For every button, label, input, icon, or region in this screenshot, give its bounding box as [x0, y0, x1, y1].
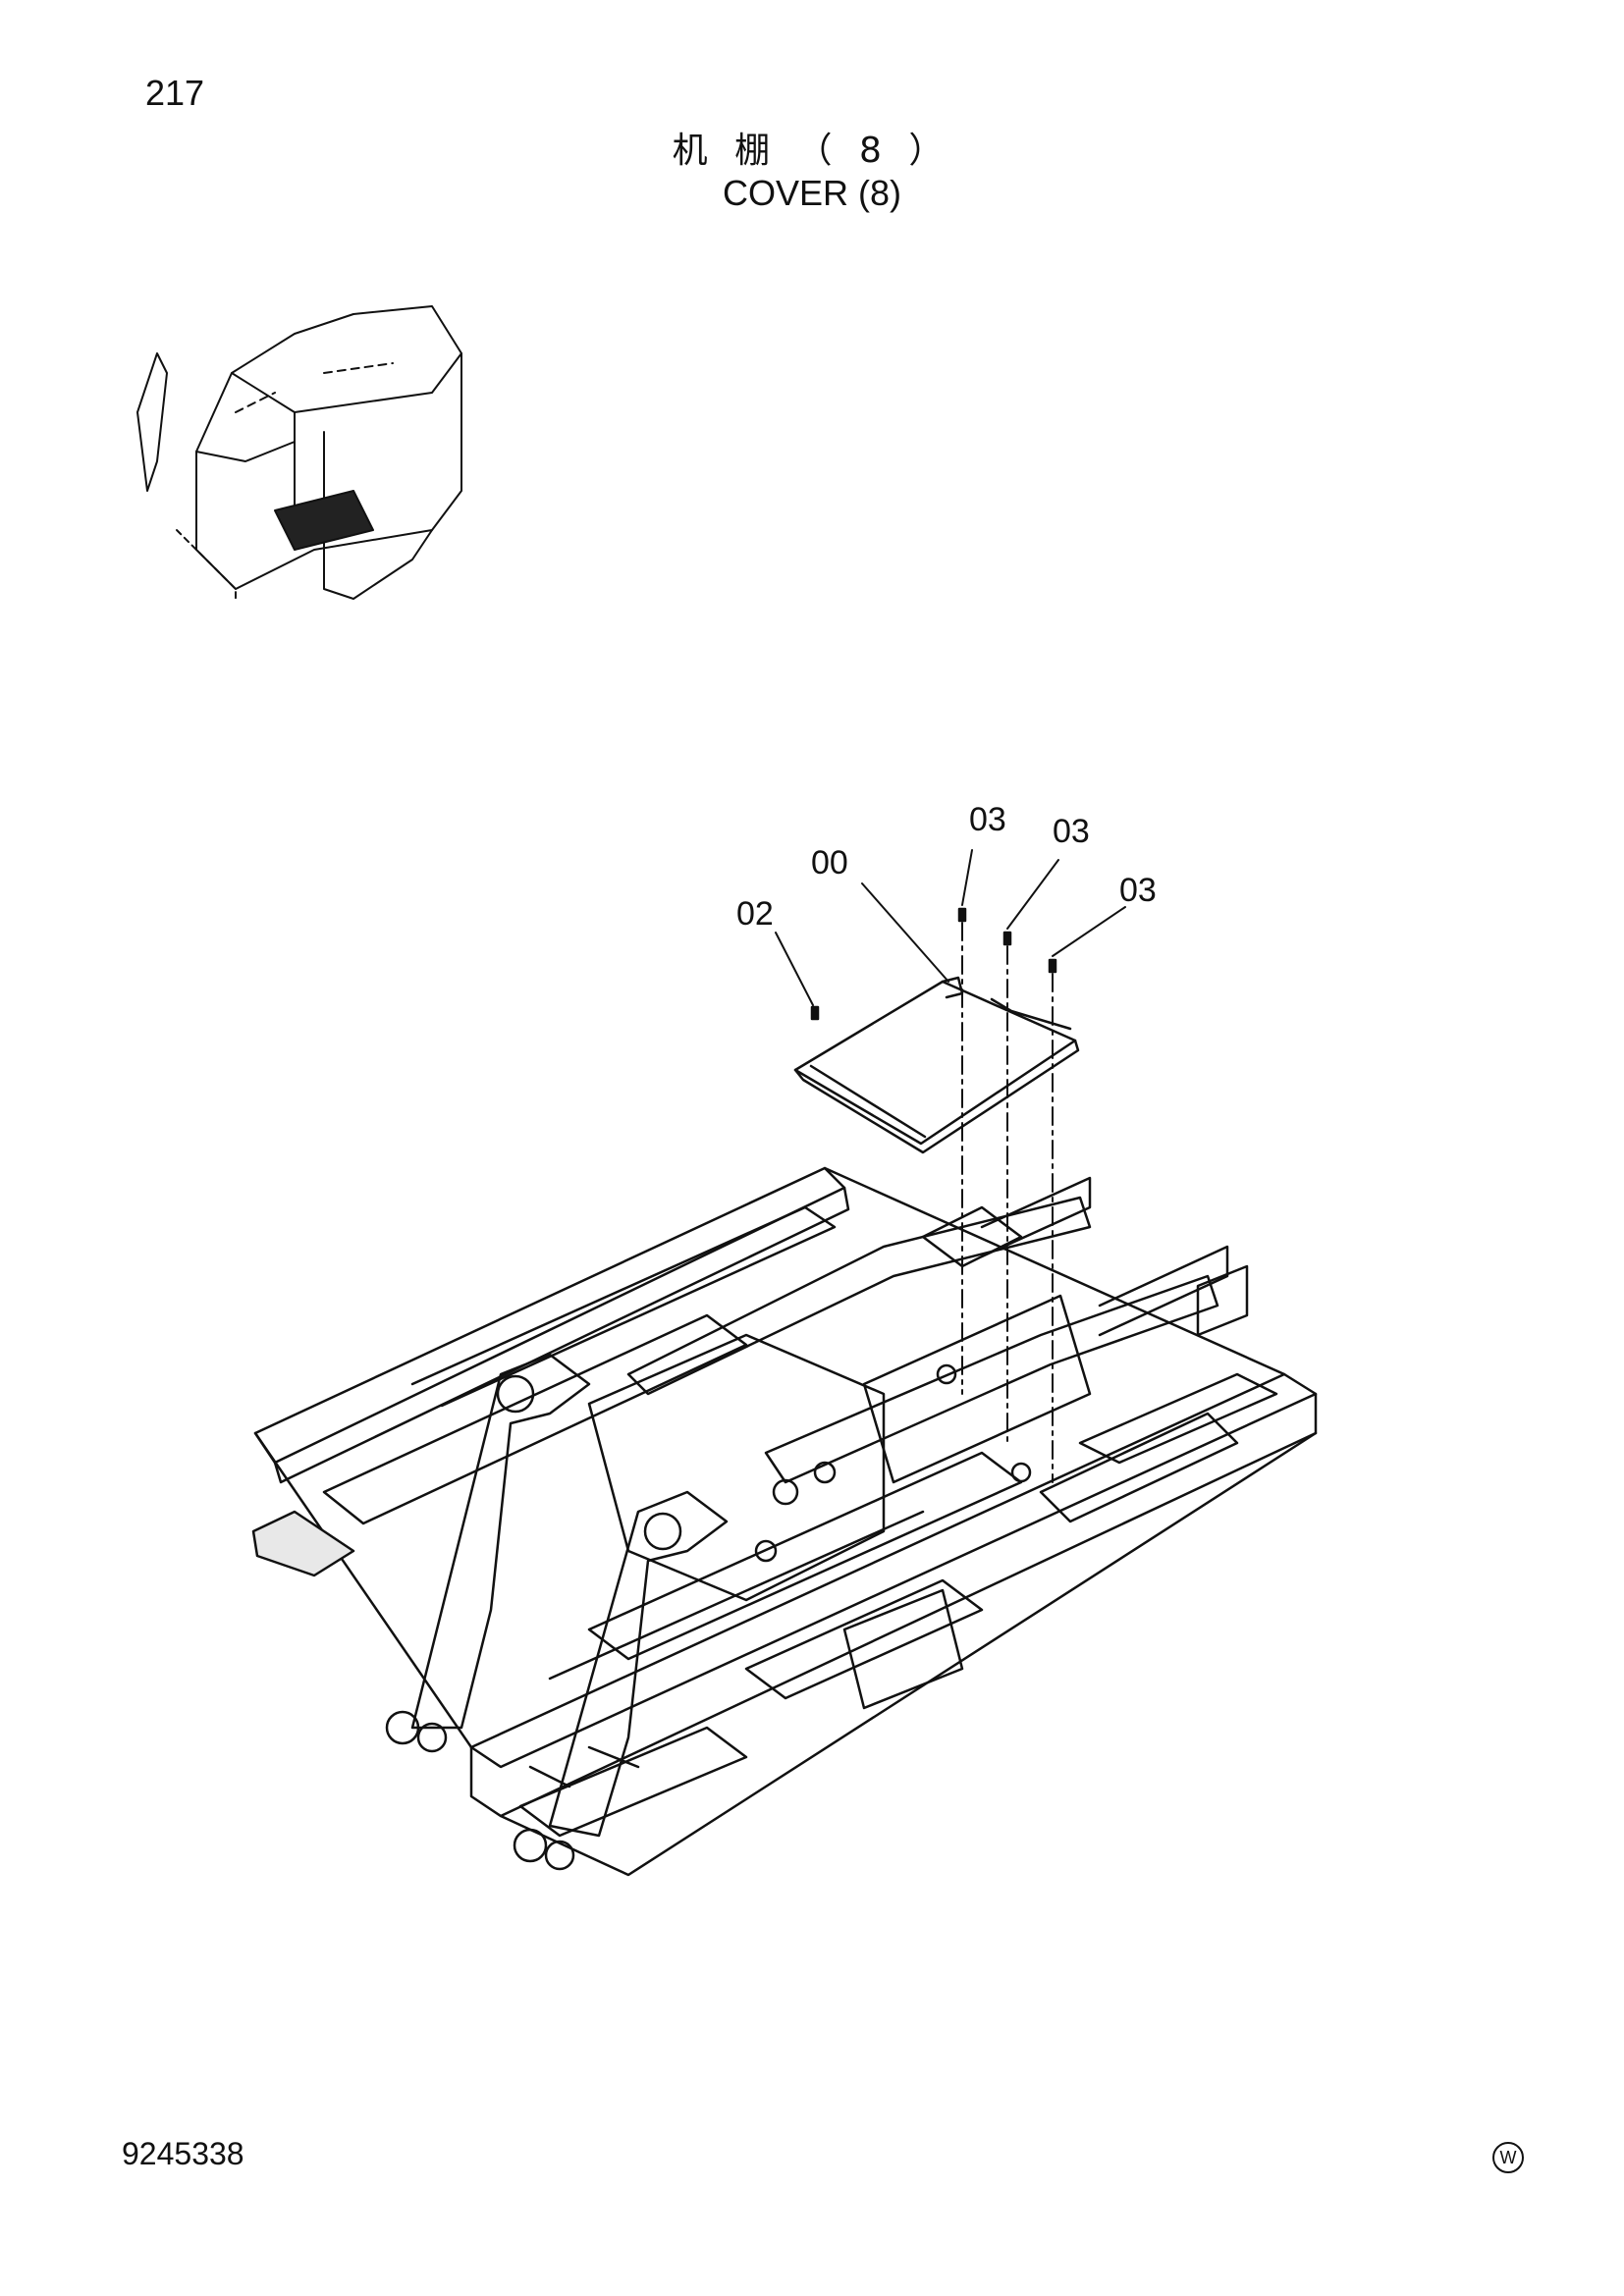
bolts	[810, 907, 1057, 1021]
callout-03-b: 03	[1053, 813, 1090, 850]
alignment-lines	[961, 922, 1054, 1483]
swing-frame	[251, 1166, 1318, 1877]
callout-02: 02	[736, 895, 774, 933]
page-number: 217	[145, 73, 205, 113]
callout-03-a: 03	[969, 801, 1006, 838]
page-title-en: COVER (8)	[722, 173, 902, 213]
callout-03-c: 03	[1119, 872, 1157, 909]
page-title-cn: 机 棚 （ 8 ）	[672, 131, 952, 171]
footer-circled-mark: W	[1492, 2142, 1524, 2173]
document-number: 9245338	[122, 2136, 244, 2171]
leader-lines	[775, 849, 1126, 1006]
callout-00: 00	[811, 844, 848, 881]
key-map-thumbnail	[136, 305, 462, 600]
cover-plate	[793, 976, 1080, 1154]
